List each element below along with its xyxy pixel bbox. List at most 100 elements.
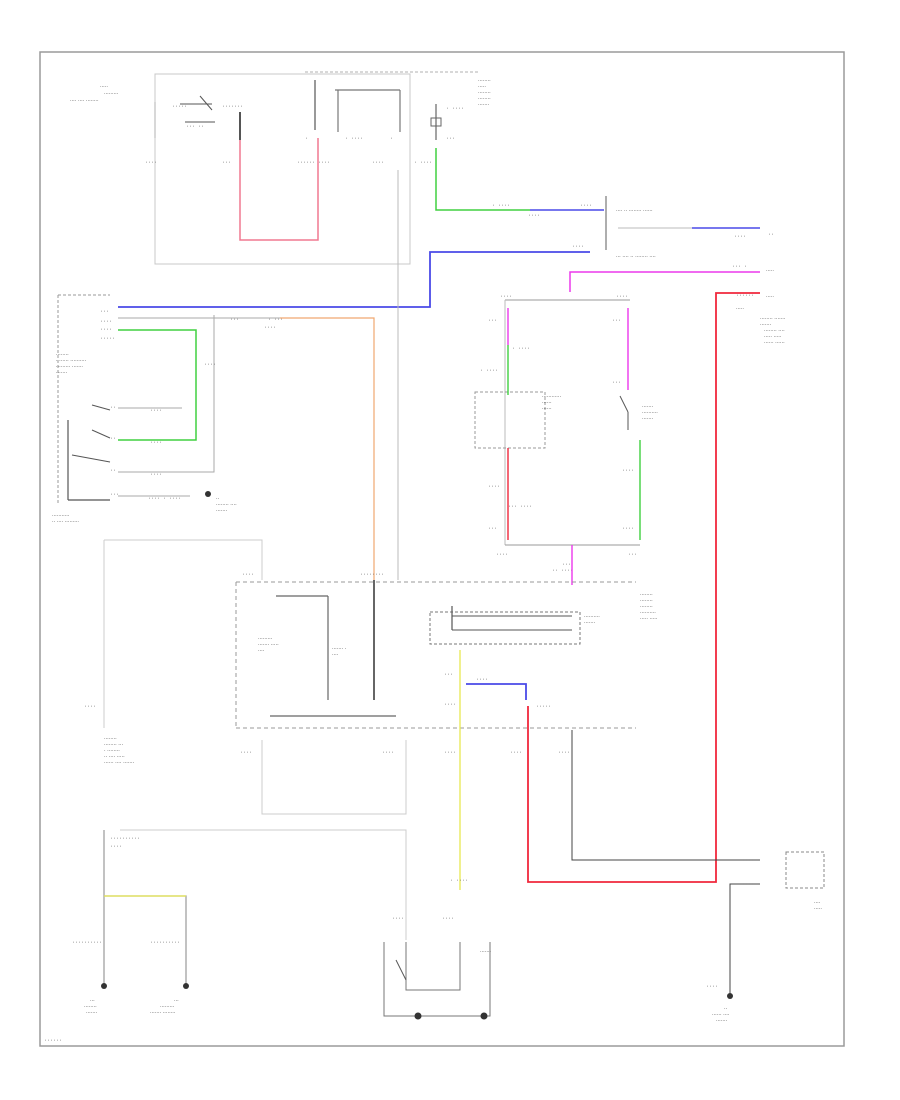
- svg-text:··········: ··········: [584, 614, 600, 620]
- svg-text:·······: ·······: [760, 322, 772, 328]
- svg-text:·····: ·····: [766, 294, 774, 300]
- ground-point-left: [205, 491, 211, 497]
- fuse-block-top-right: ········ ····· ········ ········ ·······…: [414, 78, 491, 166]
- svg-text:······ ···· ·······: ······ ···· ·······: [104, 760, 135, 766]
- svg-text:·······: ·······: [478, 102, 490, 108]
- svg-text:····: ····: [264, 325, 276, 331]
- svg-text:····: ····: [510, 750, 522, 756]
- wire-green-top: [435, 148, 530, 211]
- svg-text:········: ········: [640, 598, 653, 604]
- svg-text:·····: ·····: [536, 704, 551, 710]
- svg-text:··· ··: ··· ··: [186, 124, 204, 130]
- svg-text:·········: ·········: [160, 1004, 175, 1010]
- svg-text:·········: ·········: [258, 636, 273, 642]
- svg-text:····: ····: [145, 160, 157, 166]
- svg-text:········ ····: ········ ····: [216, 502, 237, 508]
- svg-text:·······: ·······: [86, 1010, 98, 1016]
- svg-text:······· ·: ······· ·: [332, 646, 347, 652]
- svg-text:·: ·: [390, 136, 393, 142]
- svg-text:····: ····: [258, 648, 265, 654]
- wire-blue-center: [466, 683, 527, 700]
- diagram-frame: [39, 51, 845, 1047]
- svg-text:·······: ·······: [216, 508, 228, 514]
- svg-text:···: ···: [612, 318, 621, 324]
- svg-text:········: ········: [640, 604, 653, 610]
- svg-text:···: ···: [110, 492, 119, 498]
- svg-text:····: ····: [580, 203, 592, 209]
- svg-text:····: ····: [332, 652, 339, 658]
- svg-text:········: ········: [478, 96, 491, 102]
- svg-text:···: ···: [90, 998, 95, 1004]
- svg-text:··········: ··········: [110, 836, 140, 842]
- svg-text:····: ····: [100, 319, 112, 325]
- svg-text:······ ····: ······ ····: [297, 160, 330, 166]
- right-controller-label: ····· ····· ····· ········ ······· ·····…: [736, 268, 786, 346]
- svg-text:····: ····: [84, 704, 96, 710]
- svg-text:······· ········: ······· ········: [150, 1010, 176, 1016]
- svg-text:····: ····: [242, 572, 254, 578]
- svg-text:······ ······: ······ ······: [764, 340, 785, 346]
- svg-text:········: ········: [84, 1004, 97, 1010]
- svg-text:· ····: · ····: [492, 203, 510, 209]
- svg-text:·······: ·······: [480, 949, 492, 955]
- svg-text:······· ·····: ······· ·····: [258, 642, 279, 648]
- svg-text:····: ····: [100, 327, 112, 333]
- combination-switch: ··· ···· ···· ····· ········ · ······ ··…: [52, 294, 119, 525]
- svg-text:···: ···: [444, 672, 453, 678]
- svg-text:····: ····: [488, 484, 500, 490]
- svg-text:··· ·: ··· ·: [732, 264, 747, 270]
- svg-text:··· ···· ·· ········ ····: ··· ···· ·· ········ ····: [616, 254, 656, 260]
- svg-text:····: ····: [442, 916, 454, 922]
- svg-text:··: ··: [110, 436, 116, 442]
- svg-text:·····: ·····: [814, 906, 822, 912]
- gauge-relay: ···· ·· ········ ······ ··· ···· ·· ····…: [605, 196, 774, 260]
- svg-text:· ········: · ········: [104, 748, 120, 754]
- svg-text:· ····: · ····: [450, 878, 468, 884]
- svg-text:········ ·······: ········ ·······: [760, 316, 786, 322]
- svg-text:····: ····: [444, 702, 456, 708]
- svg-text:··········: ··········: [72, 940, 102, 946]
- wire-magenta-top: [569, 271, 760, 292]
- svg-text:········ ····: ········ ····: [764, 328, 785, 334]
- svg-text:····: ····: [150, 472, 162, 478]
- svg-text:····: ····: [204, 362, 216, 368]
- svg-text:···· · ····: ···· · ····: [148, 496, 181, 502]
- svg-text:········: ········: [478, 78, 491, 84]
- svg-text:····: ····: [706, 984, 718, 990]
- svg-text:····: ····: [476, 677, 488, 683]
- svg-text:···: ···: [100, 309, 109, 315]
- svg-text:········: ········: [360, 572, 384, 578]
- svg-text:······ ····: ······ ····: [712, 1012, 730, 1018]
- svg-text:····: ····: [528, 213, 540, 219]
- svg-text:···········: ···········: [52, 513, 70, 519]
- svg-text:····: ····: [150, 440, 162, 446]
- svg-text:····: ····: [622, 526, 634, 532]
- svg-text:·: ·: [305, 136, 308, 142]
- svg-text:· ···: · ···: [268, 317, 283, 323]
- svg-text:·······: ·······: [584, 620, 596, 626]
- svg-text:·····: ·····: [736, 306, 744, 312]
- svg-text:·········: ·········: [104, 91, 119, 97]
- svg-text:········: ········: [56, 352, 69, 358]
- wire-green-right: [507, 345, 641, 540]
- wire-pink-loop: [239, 138, 319, 241]
- svg-text:···: ···: [446, 136, 455, 142]
- wire-orange: [280, 317, 375, 580]
- svg-text:· ····: · ····: [345, 136, 363, 142]
- svg-text:· ····: · ····: [446, 106, 464, 112]
- svg-text:·····: ·····: [172, 104, 187, 110]
- svg-text:····: ····: [496, 552, 508, 558]
- bottom-left-sensors: ·········· ···· ·········· ·········· ··…: [72, 829, 407, 1016]
- wire-gray-bottom-box: [261, 740, 407, 815]
- svg-text:···: ···: [562, 562, 571, 568]
- svg-text:···· ·· ········ ······: ···· ·· ········ ······: [616, 208, 653, 214]
- svg-text:·······: ·······: [642, 416, 654, 422]
- svg-text:········· ·······: ········· ·······: [56, 364, 83, 370]
- svg-text:···· ·: ···· ·: [742, 882, 760, 888]
- svg-text:····· ·····: ····· ·····: [764, 334, 782, 340]
- svg-text:···: ···: [488, 526, 497, 532]
- wire-gray-ecm-right: [571, 730, 760, 861]
- svg-text:····: ····: [814, 900, 821, 906]
- wire-green-left: [118, 329, 197, 441]
